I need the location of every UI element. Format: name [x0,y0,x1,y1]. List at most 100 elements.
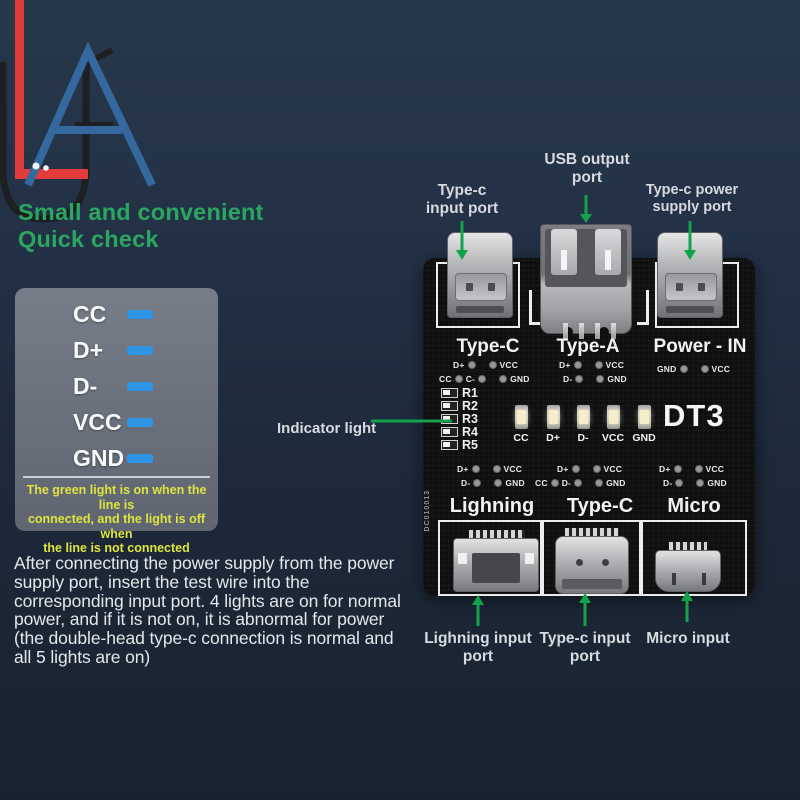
tagline-line-1: Small and convenient [18,199,264,225]
connector-face [455,273,507,301]
led-vcc-icon [607,405,620,429]
pad-row: D+ VCC [659,464,724,474]
wire-dash-icon [127,417,153,427]
led-gnd-icon [638,405,651,429]
pad-label: D- [561,478,572,488]
connector-tab [525,553,534,564]
usb-pin [595,323,600,339]
legend-note: The green light is on when the line is c… [26,483,207,555]
led-label: CC [513,432,529,444]
resistor-r5: R5 [441,438,478,452]
legend-row: VCC [73,407,153,437]
pad-label: D- [563,374,573,384]
connector-tab [458,553,467,564]
pad-label: GND [607,374,627,384]
pad-label: CC [439,374,452,384]
pad-row: D+ VCC [559,360,624,370]
pad-label: D- [461,478,471,488]
pad-icon [494,479,503,487]
connector-body [555,536,629,594]
lightning-input-connector [453,530,539,592]
pad-label: D+ [457,464,469,474]
resistor-r1: R1 [441,386,478,400]
connector-hole [676,283,683,291]
usb-pin [563,323,568,339]
micro-input-connector [655,542,721,592]
pad-label: D+ [659,464,671,474]
pad-row: D- GND [461,478,525,488]
usb-pin [579,323,584,339]
led-label: D- [577,432,589,444]
silk-label-micro: Micro [667,495,721,517]
silk-label-typea: Type-A [556,336,620,357]
legend-panel: CC D+ D- VCC GND The green light is on w… [15,288,218,555]
connector-anchor [702,573,706,585]
pad-label: VCC [605,360,625,370]
board-model-dt3: DT3 [663,398,725,433]
pad-label: CC [535,478,548,488]
connector-slot [456,306,504,313]
pad-label: C- [465,374,476,384]
pcb-board: DC010013 [423,224,755,596]
description-text: After connecting the power supply from t… [14,553,401,667]
led-dplus-icon [547,405,560,429]
connector-hole [576,559,583,566]
pad-label: GND [707,478,727,488]
legend-row: CC [73,299,153,329]
resistor-stack: R1 R2 R3 R4 R5 [441,386,478,452]
pad-icon [675,479,684,487]
led-label: D+ [546,432,560,444]
silk-box-typec-bottom [542,520,641,596]
pad-icon [471,465,480,473]
pad-icon [473,479,482,487]
pad-row: GND VCC [657,364,730,374]
pad-icon [478,375,487,383]
silk-label-power-in: Power - IN [653,336,747,357]
legend-row: D+ [73,335,153,365]
callout-indicator-light: Indicator light [277,420,377,437]
pad-icon [679,365,688,373]
connector-hole [488,283,495,291]
arrow-typec-input-bottom-icon [579,593,591,626]
pad-label: VCC [499,360,519,370]
legend-row: GND [73,443,153,473]
legend-divider [23,476,210,478]
pad-label: D+ [453,360,465,370]
pad-row: D+ VCC [557,464,622,474]
connector-hole [466,283,473,291]
wire-dash-icon [127,381,153,391]
pad-label: VCC [711,364,731,374]
pad-label: D+ [557,464,569,474]
connector-cavity [472,553,520,583]
legend-label: VCC [73,408,122,435]
arrow-lightning-input-icon [472,595,484,626]
led-label: GND [632,432,656,444]
connector-hole [602,559,609,566]
callout-usb-output: USB output port [544,151,630,186]
legend-label: D- [73,372,98,399]
connector-body [453,538,539,592]
usb-prong [595,229,621,275]
pad-label: VCC [603,464,623,474]
arrow-usb-output-icon [580,195,592,223]
wire-dash-icon [127,345,153,355]
silk-bracket-icon [529,290,541,325]
legend-label: CC [73,300,107,327]
connector-body [655,550,721,592]
typec-input-connector-bottom [555,528,629,594]
pad-label: D+ [559,360,571,370]
legend-label: D+ [73,336,104,363]
pad-icon [550,479,559,487]
pad-icon [574,479,583,487]
legend-row: D- [73,371,153,401]
tagline-line-2: Quick check [18,226,159,252]
pad-label: GND [505,478,525,488]
pad-label: GND [606,478,626,488]
pad-icon [575,375,584,383]
usb-a-output-connector [540,224,632,337]
callout-typec-input-top: Type-c input port [425,182,499,217]
pad-icon [694,465,703,473]
pad-row: D- GND [663,478,727,488]
led-dminus-icon [577,405,590,429]
pad-label: VCC [503,464,523,474]
